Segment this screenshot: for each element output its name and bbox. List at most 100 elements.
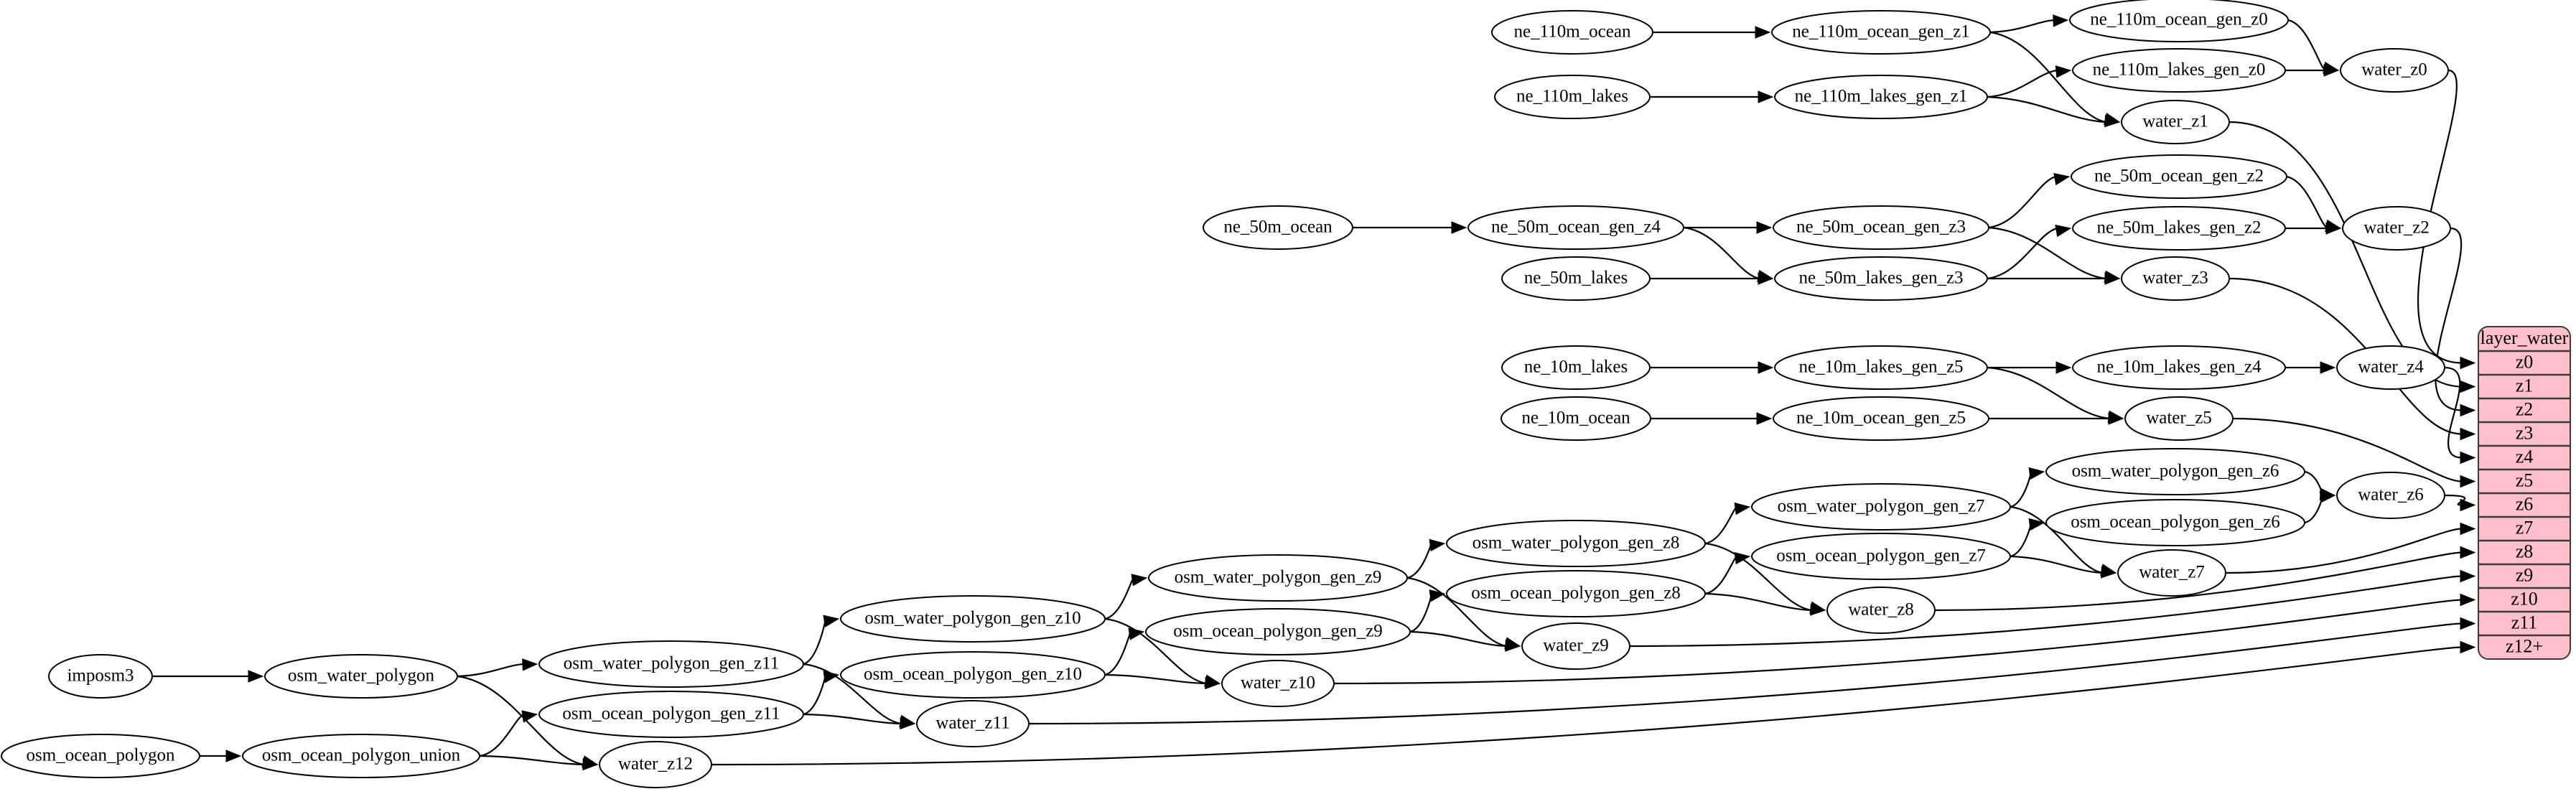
node-ellipse[interactable] [1, 734, 200, 778]
node-ellipse[interactable] [1467, 205, 1684, 250]
node-ellipse[interactable] [2117, 549, 2226, 597]
table-row-z7[interactable] [2478, 517, 2570, 541]
graph-node-water_z5[interactable]: water_z5 [2124, 396, 2234, 441]
graph-node-imposm3[interactable]: imposm3 [48, 654, 153, 699]
table-row-z12+[interactable] [2478, 635, 2570, 659]
node-ellipse[interactable] [1145, 608, 1411, 655]
graph-node-osm_water_polygon_gen_z6[interactable]: osm_water_polygon_gen_z6 [2045, 448, 2305, 495]
graph-node-water_z8[interactable]: water_z8 [1826, 587, 1936, 634]
node-ellipse[interactable] [2340, 48, 2449, 93]
node-ellipse[interactable] [1774, 256, 1988, 301]
graph-node-ne_10m_ocean_gen_z5[interactable]: ne_10m_ocean_gen_z5 [1773, 396, 1989, 441]
node-ellipse[interactable] [264, 654, 458, 699]
graph-node-ne_10m_lakes_gen_z5[interactable]: ne_10m_lakes_gen_z5 [1774, 345, 1988, 390]
graph-node-water_z12[interactable]: water_z12 [599, 741, 712, 788]
node-ellipse[interactable] [1774, 345, 1988, 390]
node-ellipse[interactable] [840, 595, 1106, 643]
table-row-z6[interactable] [2478, 493, 2570, 517]
node-ellipse[interactable] [1751, 483, 2011, 531]
node-ellipse[interactable] [538, 640, 804, 688]
graph-node-ne_110m_ocean_gen_z1[interactable]: ne_110m_ocean_gen_z1 [1771, 10, 1991, 55]
table-row-z1[interactable] [2478, 375, 2570, 398]
node-ellipse[interactable] [538, 691, 804, 738]
graph-node-osm_ocean_polygon[interactable]: osm_ocean_polygon [1, 734, 200, 778]
node-ellipse[interactable] [916, 700, 1030, 747]
node-ellipse[interactable] [599, 741, 712, 788]
graph-node-ne_110m_lakes[interactable]: ne_110m_lakes [1494, 75, 1651, 119]
node-ellipse[interactable] [2336, 472, 2445, 519]
graph-node-ne_110m_lakes_gen_z1[interactable]: ne_110m_lakes_gen_z1 [1774, 75, 1988, 119]
graph-node-osm_ocean_polygon_gen_z9[interactable]: osm_ocean_polygon_gen_z9 [1145, 608, 1411, 655]
table-row-z10[interactable] [2478, 588, 2570, 612]
node-ellipse[interactable] [1751, 533, 2011, 580]
table-row-z0[interactable] [2478, 351, 2570, 375]
node-ellipse[interactable] [2072, 206, 2286, 251]
graph-node-osm_water_polygon_gen_z9[interactable]: osm_water_polygon_gen_z9 [1148, 554, 1408, 602]
graph-node-water_z2[interactable]: water_z2 [2342, 206, 2451, 251]
graph-node-osm_water_polygon[interactable]: osm_water_polygon [264, 654, 458, 699]
graph-node-osm_water_polygon_gen_z7[interactable]: osm_water_polygon_gen_z7 [1751, 483, 2011, 531]
node-ellipse[interactable] [2045, 448, 2305, 495]
node-ellipse[interactable] [2336, 345, 2445, 390]
node-ellipse[interactable] [1521, 622, 1630, 670]
graph-node-water_z10[interactable]: water_z10 [1221, 660, 1335, 707]
node-ellipse[interactable] [2071, 154, 2287, 199]
graph-node-ne_50m_ocean_gen_z2[interactable]: ne_50m_ocean_gen_z2 [2071, 154, 2287, 199]
node-ellipse[interactable] [1446, 570, 1706, 617]
node-ellipse[interactable] [2072, 48, 2286, 93]
table-row-z3[interactable] [2478, 422, 2570, 446]
graph-node-ne_50m_lakes_gen_z3[interactable]: ne_50m_lakes_gen_z3 [1774, 256, 1988, 301]
graph-node-water_z4[interactable]: water_z4 [2336, 345, 2445, 390]
graph-node-ne_50m_lakes[interactable]: ne_50m_lakes [1501, 256, 1651, 301]
graph-node-osm_water_polygon_gen_z8[interactable]: osm_water_polygon_gen_z8 [1446, 520, 1706, 567]
graph-node-water_z9[interactable]: water_z9 [1521, 622, 1630, 670]
node-ellipse[interactable] [1771, 10, 1991, 55]
graph-node-ne_50m_lakes_gen_z2[interactable]: ne_50m_lakes_gen_z2 [2072, 206, 2286, 251]
table-row-z5[interactable] [2478, 470, 2570, 493]
table-row-z2[interactable] [2478, 398, 2570, 422]
node-ellipse[interactable] [2121, 256, 2230, 301]
graph-node-water_z0[interactable]: water_z0 [2340, 48, 2449, 93]
graph-node-water_z6[interactable]: water_z6 [2336, 472, 2445, 519]
node-ellipse[interactable] [1501, 396, 1651, 441]
node-ellipse[interactable] [1501, 256, 1651, 301]
graph-node-ne_50m_ocean[interactable]: ne_50m_ocean [1203, 205, 1353, 250]
node-ellipse[interactable] [48, 654, 153, 699]
node-ellipse[interactable] [1148, 554, 1408, 602]
graph-node-water_z3[interactable]: water_z3 [2121, 256, 2230, 301]
node-ellipse[interactable] [1221, 660, 1335, 707]
graph-node-osm_ocean_polygon_gen_z10[interactable]: osm_ocean_polygon_gen_z10 [840, 651, 1106, 699]
graph-node-ne_50m_ocean_gen_z4[interactable]: ne_50m_ocean_gen_z4 [1467, 205, 1684, 250]
node-ellipse[interactable] [2045, 499, 2305, 546]
node-ellipse[interactable] [840, 651, 1106, 699]
graph-node-osm_ocean_polygon_gen_z7[interactable]: osm_ocean_polygon_gen_z7 [1751, 533, 2011, 580]
graph-node-osm_ocean_polygon_union[interactable]: osm_ocean_polygon_union [242, 734, 480, 778]
graph-node-water_z11[interactable]: water_z11 [916, 700, 1030, 747]
graph-node-ne_110m_ocean_gen_z0[interactable]: ne_110m_ocean_gen_z0 [2069, 0, 2289, 42]
node-ellipse[interactable] [242, 734, 480, 778]
graph-node-osm_water_polygon_gen_z11[interactable]: osm_water_polygon_gen_z11 [538, 640, 804, 688]
graph-node-osm_water_polygon_gen_z10[interactable]: osm_water_polygon_gen_z10 [840, 595, 1106, 643]
node-ellipse[interactable] [1773, 396, 1989, 441]
node-ellipse[interactable] [1491, 10, 1653, 55]
node-ellipse[interactable] [1826, 587, 1936, 634]
node-ellipse[interactable] [1774, 75, 1988, 119]
node-ellipse[interactable] [2342, 206, 2451, 251]
graph-node-ne_10m_lakes_gen_z4[interactable]: ne_10m_lakes_gen_z4 [2072, 345, 2286, 390]
graph-node-ne_10m_lakes[interactable]: ne_10m_lakes [1501, 345, 1651, 390]
graph-node-ne_110m_lakes_gen_z0[interactable]: ne_110m_lakes_gen_z0 [2072, 48, 2286, 93]
node-ellipse[interactable] [2072, 345, 2286, 390]
graph-node-osm_ocean_polygon_gen_z6[interactable]: osm_ocean_polygon_gen_z6 [2045, 499, 2305, 546]
graph-node-osm_ocean_polygon_gen_z8[interactable]: osm_ocean_polygon_gen_z8 [1446, 570, 1706, 617]
node-ellipse[interactable] [1494, 75, 1651, 119]
table-row-z9[interactable] [2478, 564, 2570, 588]
graph-node-ne_110m_ocean[interactable]: ne_110m_ocean [1491, 10, 1653, 55]
graph-node-osm_ocean_polygon_gen_z11[interactable]: osm_ocean_polygon_gen_z11 [538, 691, 804, 738]
node-ellipse[interactable] [1501, 345, 1651, 390]
node-ellipse[interactable] [2124, 396, 2234, 441]
table-row-z11[interactable] [2478, 612, 2570, 635]
table-row-z4[interactable] [2478, 446, 2570, 470]
graph-node-water_z1[interactable]: water_z1 [2121, 100, 2230, 144]
node-ellipse[interactable] [1446, 520, 1706, 567]
node-ellipse[interactable] [2069, 0, 2289, 42]
